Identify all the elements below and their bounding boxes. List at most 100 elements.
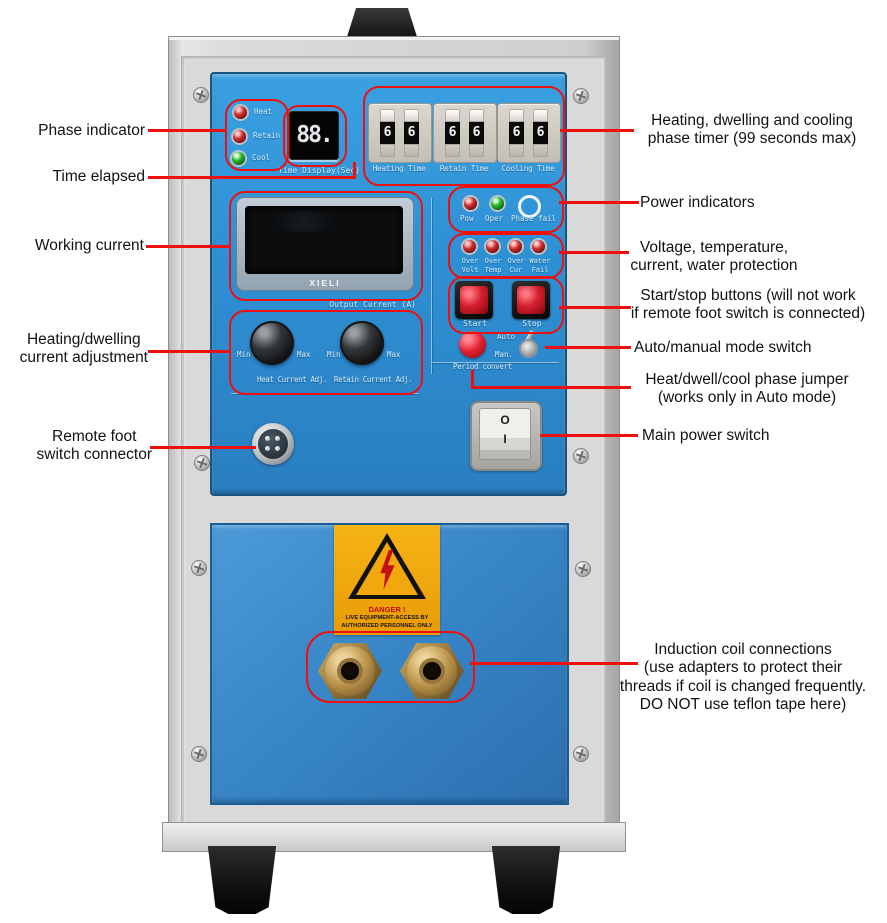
danger-sticker: DANGER ! LIVE EQUIPMENT-ACCESS BY AUTHOR…	[334, 525, 440, 635]
label-power-indicators: Power indicators	[640, 194, 755, 211]
phase-fail-indicator-icon	[518, 195, 541, 218]
stop-button[interactable]	[512, 281, 550, 319]
max-label: Max	[297, 350, 311, 359]
panel-seam	[231, 393, 419, 394]
phase-fail-label: Phase fail	[511, 214, 557, 223]
callout-line	[559, 201, 639, 204]
over-cur-label: Over	[507, 257, 525, 265]
rubber-foot-right	[491, 846, 561, 914]
over-cur-led-icon	[509, 240, 522, 253]
over-temp-label2: Temp	[484, 266, 502, 274]
callout-line	[559, 306, 631, 309]
panel-seam	[431, 362, 559, 363]
water-fail-label2: Fail	[531, 266, 549, 274]
foot-switch-connector	[252, 423, 294, 465]
over-temp-label: Over	[484, 257, 502, 265]
label-phase-timer: Heating, dwelling and cooling phase time…	[647, 112, 857, 148]
thumbwheel-digit: 6	[380, 122, 395, 144]
power-led-icon	[464, 197, 477, 210]
callout-line	[353, 162, 356, 177]
period-convert-button[interactable]	[459, 331, 486, 358]
panel-seam	[431, 198, 432, 374]
screw-icon	[193, 87, 209, 103]
callout-line	[148, 350, 230, 353]
over-volt-label: Over	[461, 257, 479, 265]
danger-title: DANGER !	[368, 605, 406, 614]
main-power-switch[interactable]: O I	[470, 401, 542, 471]
callout-line	[540, 434, 638, 437]
retain-led-label: Retain	[253, 131, 281, 140]
callout-line	[471, 386, 631, 389]
label-main-power-switch: Main power switch	[642, 427, 770, 444]
danger-line2: AUTHORIZED PERSONNEL ONLY	[341, 623, 433, 629]
cooling-time-label: Cooling Time	[501, 164, 555, 173]
power-off-mark: O	[500, 413, 510, 427]
cool-led-label: Cool	[252, 153, 271, 162]
heating-time-label: Heating Time	[372, 164, 426, 173]
thumbwheel-digit: 6	[404, 122, 419, 144]
carry-handle	[346, 8, 418, 40]
heat-current-adj-label: Heat Current Adj.	[257, 375, 327, 384]
label-protection: Voltage, temperature, current, water pro…	[630, 239, 798, 275]
water-fail-led-icon	[532, 240, 545, 253]
retain-led-icon	[233, 130, 246, 143]
water-fail-label: Water	[529, 257, 551, 265]
screw-icon	[573, 746, 589, 762]
time-display-label: Time Display(Sec)	[278, 166, 360, 175]
min-label: Min	[327, 350, 341, 359]
output-current-label: Output Current (A)	[329, 300, 416, 309]
thumbwheel-digit: 6	[469, 122, 484, 144]
operate-led-icon	[491, 197, 504, 210]
callout-line	[545, 346, 631, 349]
heat-led-icon	[234, 106, 247, 119]
rubber-foot-left	[207, 846, 277, 914]
callout-line	[146, 245, 230, 248]
retain-current-knob[interactable]	[340, 321, 384, 365]
screw-icon	[194, 455, 210, 471]
over-volt-label2: Volt	[461, 266, 479, 274]
thumbwheel-digit: 6	[509, 122, 524, 144]
label-phase-indicator: Phase indicator	[38, 122, 145, 139]
callout-line	[471, 370, 474, 388]
thumbwheel-digit: 6	[533, 122, 548, 144]
over-cur-label2: Cur	[509, 266, 523, 274]
coil-connector-right-face	[407, 646, 457, 696]
callout-line	[148, 129, 226, 132]
label-mode-switch: Auto/manual mode switch	[634, 339, 812, 356]
heat-current-knob[interactable]	[250, 321, 294, 365]
start-label: Start	[462, 319, 488, 328]
start-button[interactable]	[455, 281, 493, 319]
auto-label: Auto	[497, 332, 516, 341]
over-volt-led-icon	[463, 240, 476, 253]
mode-toggle-switch[interactable]	[521, 341, 536, 356]
screw-icon	[191, 746, 207, 762]
cooling-time-thumbwheel[interactable]: 6 6	[497, 103, 561, 163]
time-display: 88.	[289, 111, 339, 160]
cool-led-icon	[232, 152, 245, 165]
man-label: Man.	[495, 350, 514, 359]
max-label: Max	[387, 350, 401, 359]
callout-line	[560, 129, 634, 132]
brand-label: XIELI	[309, 278, 341, 288]
label-time-elapsed: Time elapsed	[52, 168, 145, 185]
screw-icon	[575, 561, 591, 577]
working-current-display: XIELI	[236, 197, 414, 291]
label-phase-jumper: Heat/dwell/cool phase jumper (works only…	[645, 371, 849, 407]
coil-connector-left-face	[325, 646, 375, 696]
screw-icon	[573, 448, 589, 464]
over-temp-led-icon	[486, 240, 499, 253]
rocker-actuator[interactable]: O I	[479, 408, 531, 460]
screw-icon	[191, 560, 207, 576]
heating-time-thumbwheel[interactable]: 6 6	[368, 103, 432, 163]
callout-line	[470, 662, 638, 665]
callout-line	[559, 251, 629, 254]
thumbwheel-digit: 6	[445, 122, 460, 144]
display-screen	[245, 206, 403, 274]
retain-time-thumbwheel[interactable]: 6 6	[433, 103, 497, 163]
power-on-mark: I	[503, 432, 507, 446]
label-current-adjustment: Heating/dwelling current adjustment	[19, 331, 148, 367]
warning-triangle-icon	[348, 533, 426, 599]
oper-label: Oper	[485, 214, 504, 223]
retain-current-adj-label: Retain Current Adj.	[333, 375, 413, 384]
